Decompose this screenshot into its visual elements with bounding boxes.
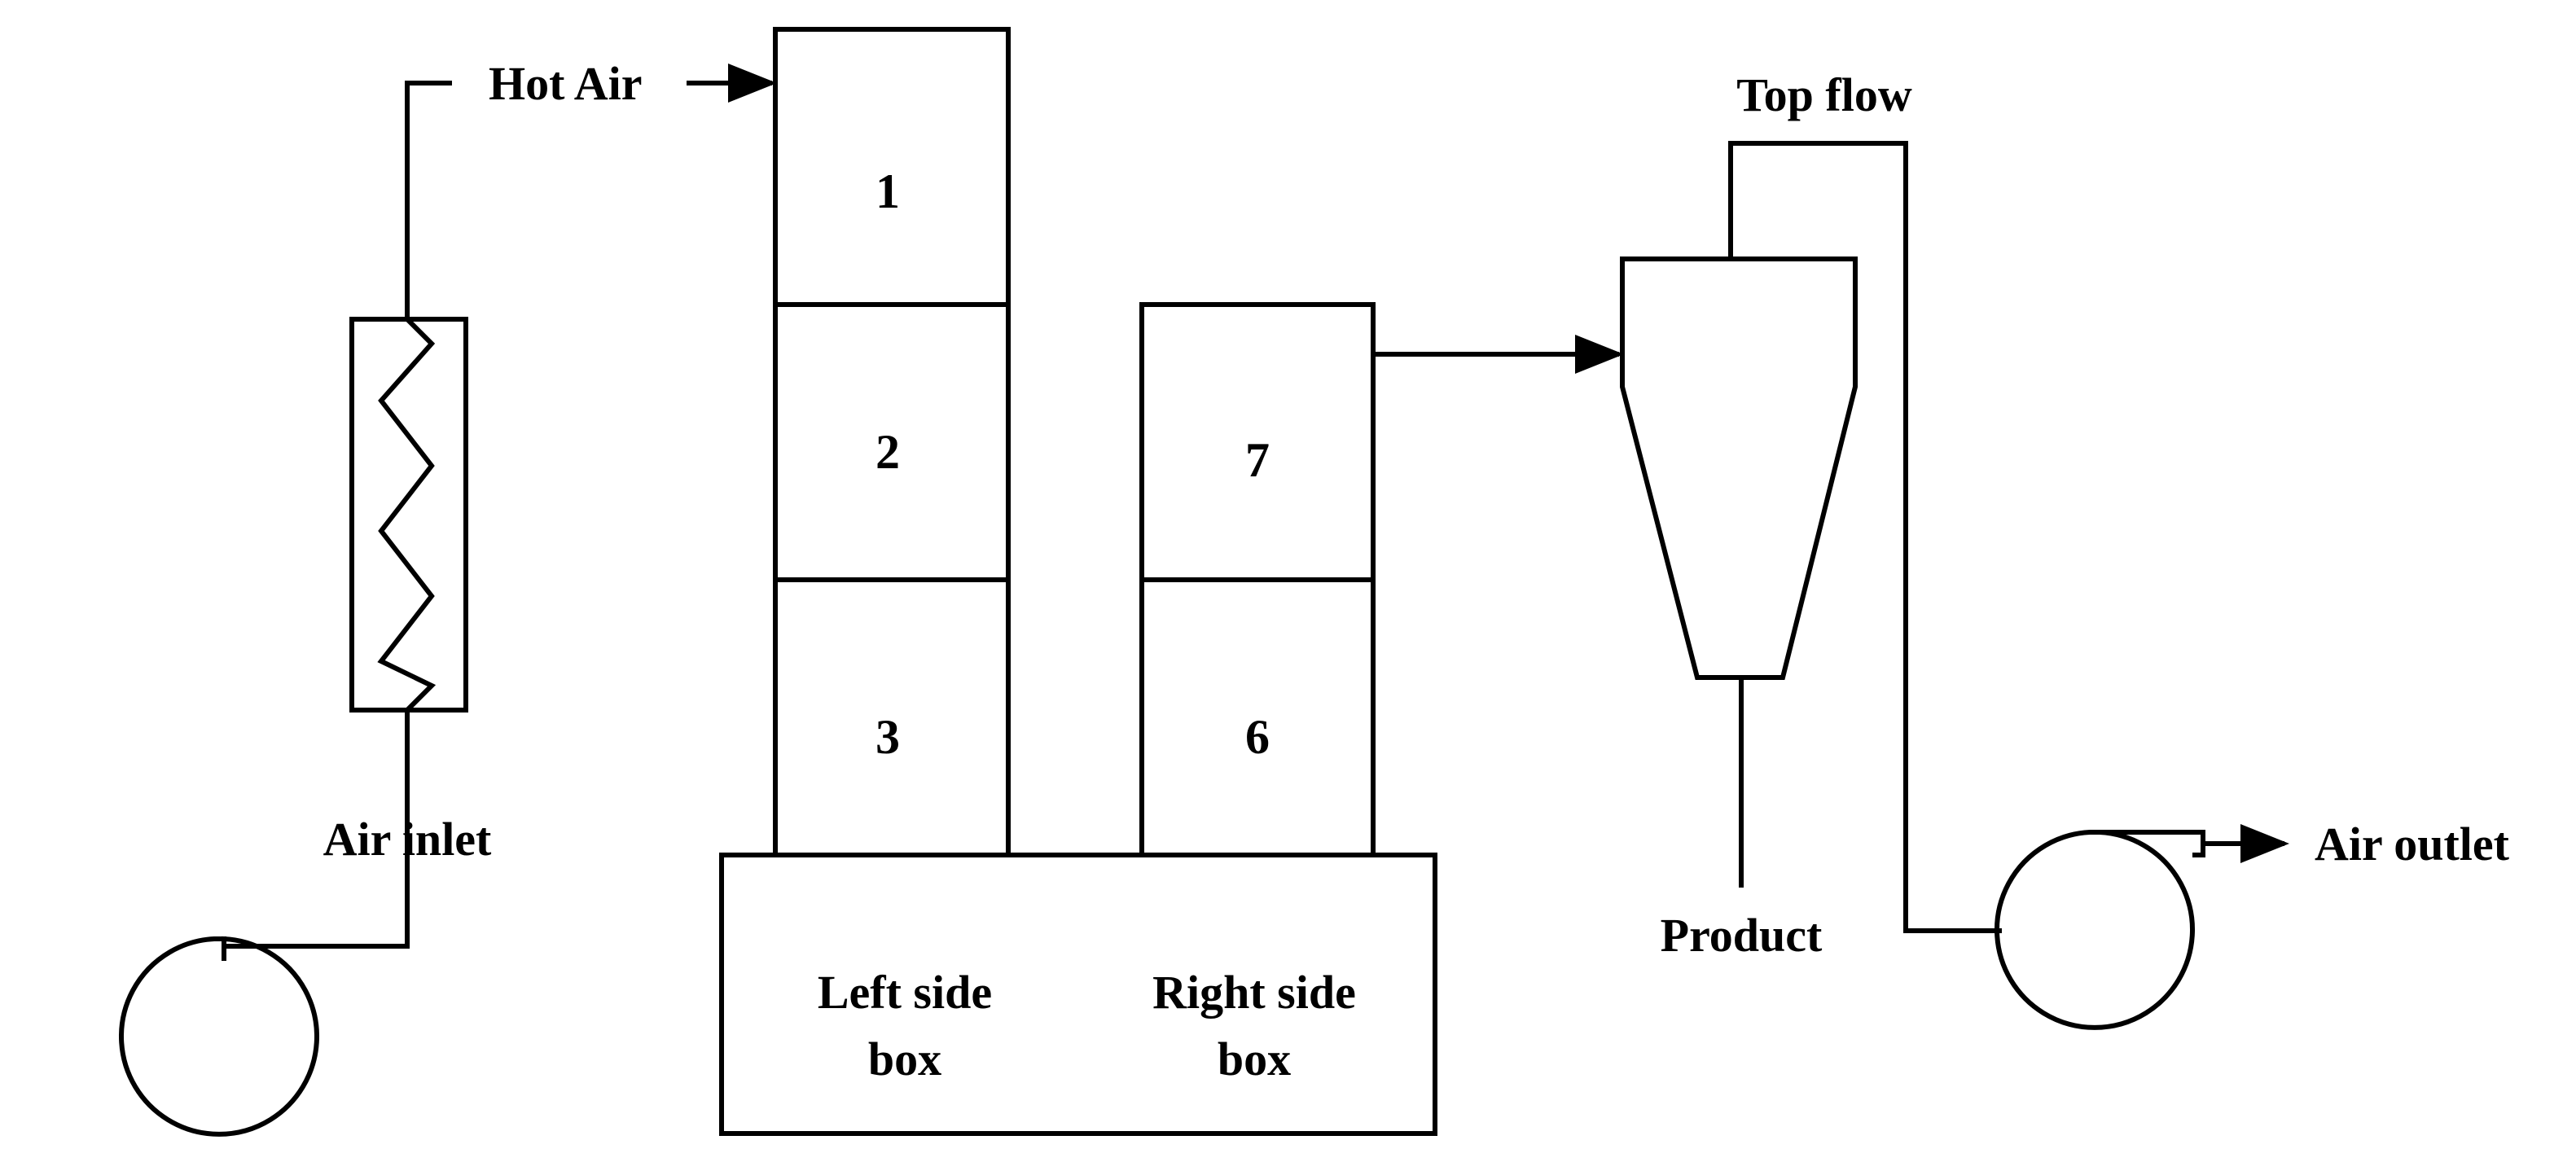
product-label: Product: [1661, 909, 1823, 962]
chamber-3-number: 3: [875, 710, 900, 764]
left-box-label-line2: box: [868, 1033, 941, 1085]
chamber-7-number: 7: [1245, 433, 1270, 487]
air-inlet-label: Air inlet: [323, 813, 492, 866]
hot-air-pipe: [405, 81, 452, 319]
hot-air-label: Hot Air: [489, 57, 642, 110]
cyclone-separator: [1620, 257, 1858, 680]
chamber-6-number: 6: [1245, 710, 1270, 764]
base-box: [719, 853, 1437, 1136]
chamber-1-number: 1: [875, 164, 900, 218]
heater-coil: [377, 317, 437, 713]
left-box-label-line1: Left side: [818, 966, 992, 1019]
outlet-blower: [1995, 830, 2205, 1030]
inlet-blower: [119, 936, 319, 1137]
air-heater: [349, 317, 468, 713]
inlet-pipe: [224, 708, 410, 949]
chamber-2-number: 2: [875, 425, 900, 479]
right-box-label-line1: Right side: [1152, 966, 1356, 1019]
top-flow-label: Top flow: [1736, 68, 1912, 121]
right-box-label-line2: box: [1218, 1033, 1291, 1085]
air-outlet-label: Air outlet: [2315, 818, 2510, 870]
top-flow-pipe: [1728, 141, 2002, 933]
